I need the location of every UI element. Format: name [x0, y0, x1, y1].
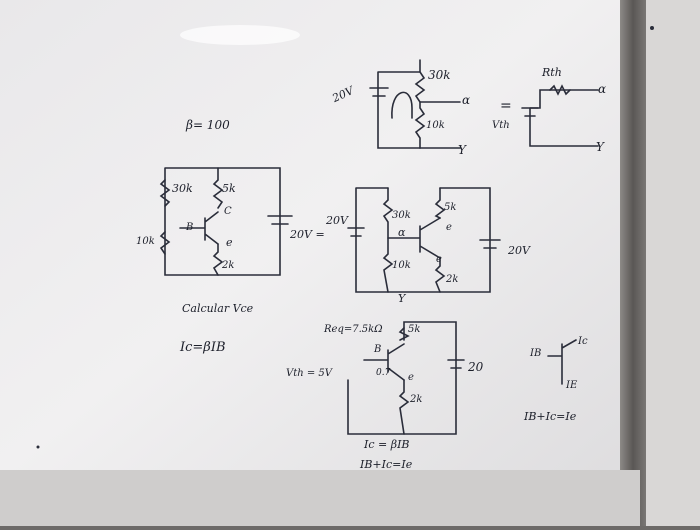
top-r30k: 30k: [428, 68, 451, 82]
mid-circuit-r1: [382, 187, 394, 293]
left-circuit-r2: [159, 231, 171, 255]
thevenin-source: [521, 107, 539, 117]
left-circuit-rc: [212, 167, 224, 209]
mid-circuit-wires: [355, 187, 491, 293]
mid-circuit-bjt: [387, 217, 441, 259]
mid-r2k: 2k: [446, 274, 459, 285]
ic-beta-ib: Ic=βIB: [180, 340, 226, 355]
top-circuit-loop: [377, 71, 421, 149]
mid-r10k: 10k: [392, 260, 411, 271]
left-b: B: [186, 222, 194, 233]
mid-y: Y: [398, 292, 406, 305]
bottom-circuit-re: [398, 379, 410, 435]
mid-supply-left: 20V: [326, 214, 348, 227]
thevenin-node-a: α: [598, 82, 607, 96]
bottom-circuit-rc: [398, 327, 410, 341]
top-vth: Vth: [492, 120, 510, 131]
bottom-r5k: 5k: [408, 324, 421, 335]
board-frame: [620, 0, 646, 526]
calculate-vce: Calcular Vce: [182, 302, 254, 315]
mid-circuit-rc: [434, 187, 446, 219]
wall-right: [646, 0, 700, 526]
dot-1: [36, 445, 40, 449]
mid-supply-right: 20V: [508, 244, 530, 257]
beta-value: β= 100: [186, 118, 230, 132]
mid-r30k: 30k: [392, 210, 411, 221]
top-node-y: Y: [458, 143, 466, 157]
left-circuit-supply: [267, 215, 293, 225]
bottom-rb: 0.7: [376, 368, 391, 378]
top-equals: =: [500, 98, 512, 114]
tray-bottom: [0, 470, 640, 526]
left-circuit-r1: [159, 179, 171, 207]
bottom-circuit-wires: [347, 321, 457, 435]
mid-r5k: 5k: [444, 202, 457, 213]
bottom-circuit-bjt: [363, 343, 405, 381]
bottom-e: e: [408, 372, 414, 383]
bottom-b: B: [374, 344, 382, 355]
bottom-equation-1: Ic = βIB: [364, 438, 410, 451]
left-r5k: 5k: [222, 182, 236, 195]
mid-alpha: α: [398, 226, 406, 239]
ink-drawings: [159, 59, 599, 435]
board-surface: [0, 0, 640, 526]
bottom-vth: Vth = 5V: [286, 368, 333, 379]
left-circuit-bjt: [179, 211, 219, 245]
top-circuit-output: [419, 101, 461, 149]
top-rth: Rth: [542, 66, 562, 79]
right-equation: IB+Ic=Ie: [524, 410, 577, 423]
left-c: C: [224, 206, 232, 217]
bottom-equation-2: IB+Ic=Ie: [360, 458, 413, 471]
dot-2: [650, 26, 654, 30]
current-diagram: [547, 339, 577, 385]
right-ic: Ic: [578, 336, 588, 347]
left-r10k: 10k: [136, 236, 155, 247]
mid-e: e: [436, 254, 442, 265]
left-supply: 20V =: [290, 228, 325, 241]
bottom-supply: 20: [468, 360, 484, 374]
mid-e-top: e: [446, 222, 452, 233]
left-circuit-re: [212, 243, 224, 276]
top-circuit-divider: [414, 59, 426, 149]
left-r2k: 2k: [222, 260, 235, 271]
thevenin-node-y: Y: [596, 140, 604, 154]
left-r30k: 30k: [172, 182, 193, 195]
right-ib: IB: [530, 348, 542, 359]
top-r10k: 10k: [426, 120, 445, 131]
bottom-req: Req=7.5kΩ: [324, 324, 383, 335]
top-circuit-source: [369, 87, 389, 97]
light-glare: [180, 25, 300, 45]
bottom-r2k: 2k: [410, 394, 423, 405]
bottom-circuit-source: [447, 359, 465, 369]
mid-circuit-source-left: [347, 227, 365, 237]
mid-circuit-re: [434, 257, 446, 293]
top-node-a: α: [462, 93, 471, 107]
top-circuit-mesh-arrow: [391, 91, 413, 119]
left-e: e: [226, 236, 233, 249]
mid-circuit-source-right: [479, 239, 501, 249]
right-ie: IE: [566, 380, 578, 391]
thevenin-resistor: [549, 84, 571, 96]
